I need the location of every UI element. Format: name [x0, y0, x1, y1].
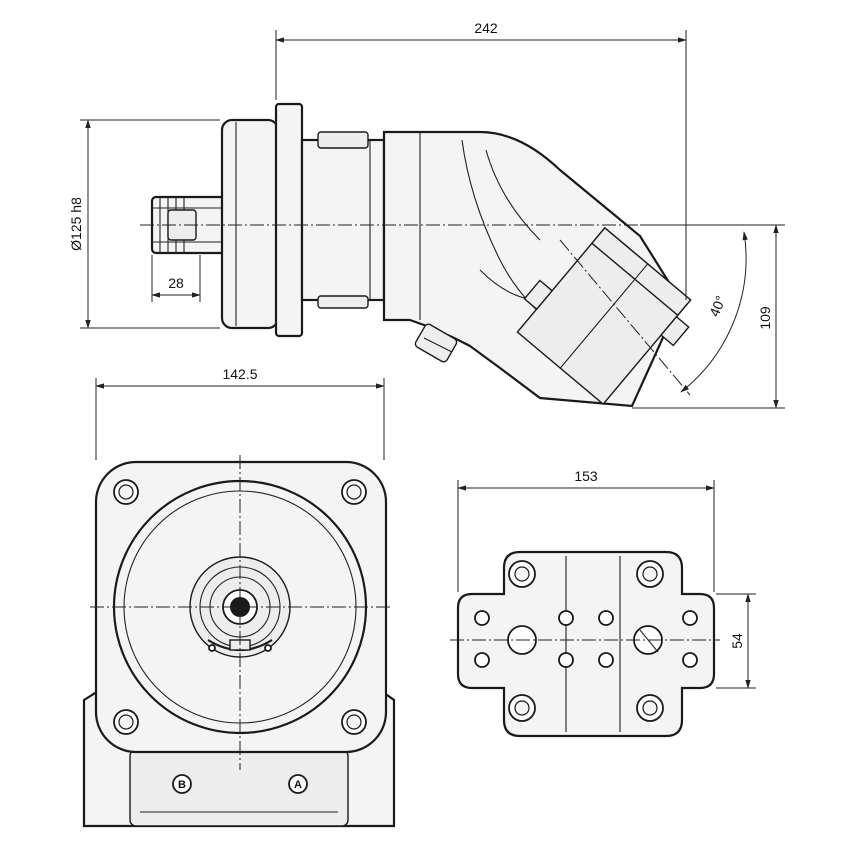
dimension-label-housing-height: 109 — [757, 306, 773, 330]
port-plate-view: 153 54 — [450, 468, 756, 738]
dimension-label-flange-width: 142.5 — [222, 366, 257, 382]
housing-neck — [300, 138, 386, 302]
front-mounting-holes — [113, 479, 367, 735]
dimension-housing-height: 109 — [632, 224, 785, 409]
dimension-tilt-angle: 40° — [680, 231, 748, 393]
dimension-flange-width: 142.5 — [95, 366, 385, 460]
plate-mounting-holes — [508, 560, 664, 722]
dimension-port-plate-width: 153 — [457, 468, 715, 592]
side-view: 242 Ø125 h8 28 109 40° — [68, 20, 785, 409]
port-block-side — [516, 226, 692, 406]
dimension-label-port-plate-height: 54 — [729, 633, 745, 649]
dimension-label-shaft-length: 28 — [168, 275, 184, 291]
mounting-flange — [274, 102, 304, 338]
dimension-flange-diameter: Ø125 h8 — [68, 119, 220, 329]
dimension-label-tilt-angle: 40° — [706, 293, 729, 319]
port-b-marker: B — [172, 774, 192, 794]
side-fitting — [414, 323, 458, 363]
plate-threaded-holes — [474, 610, 698, 668]
spigot — [220, 118, 280, 330]
front-view: B A 142.5 — [82, 366, 396, 828]
dimension-label-overall-length: 242 — [474, 20, 498, 36]
port-plate — [456, 550, 716, 738]
port-a-label: A — [294, 779, 302, 791]
dimension-port-plate-height: 54 — [716, 593, 756, 689]
port-a-marker: A — [288, 774, 308, 794]
dimension-shaft-length: 28 — [151, 255, 201, 302]
port-b-label: B — [178, 779, 186, 791]
dimension-label-port-plate-width: 153 — [574, 468, 598, 484]
dimension-label-flange-diameter: Ø125 h8 — [68, 197, 84, 251]
